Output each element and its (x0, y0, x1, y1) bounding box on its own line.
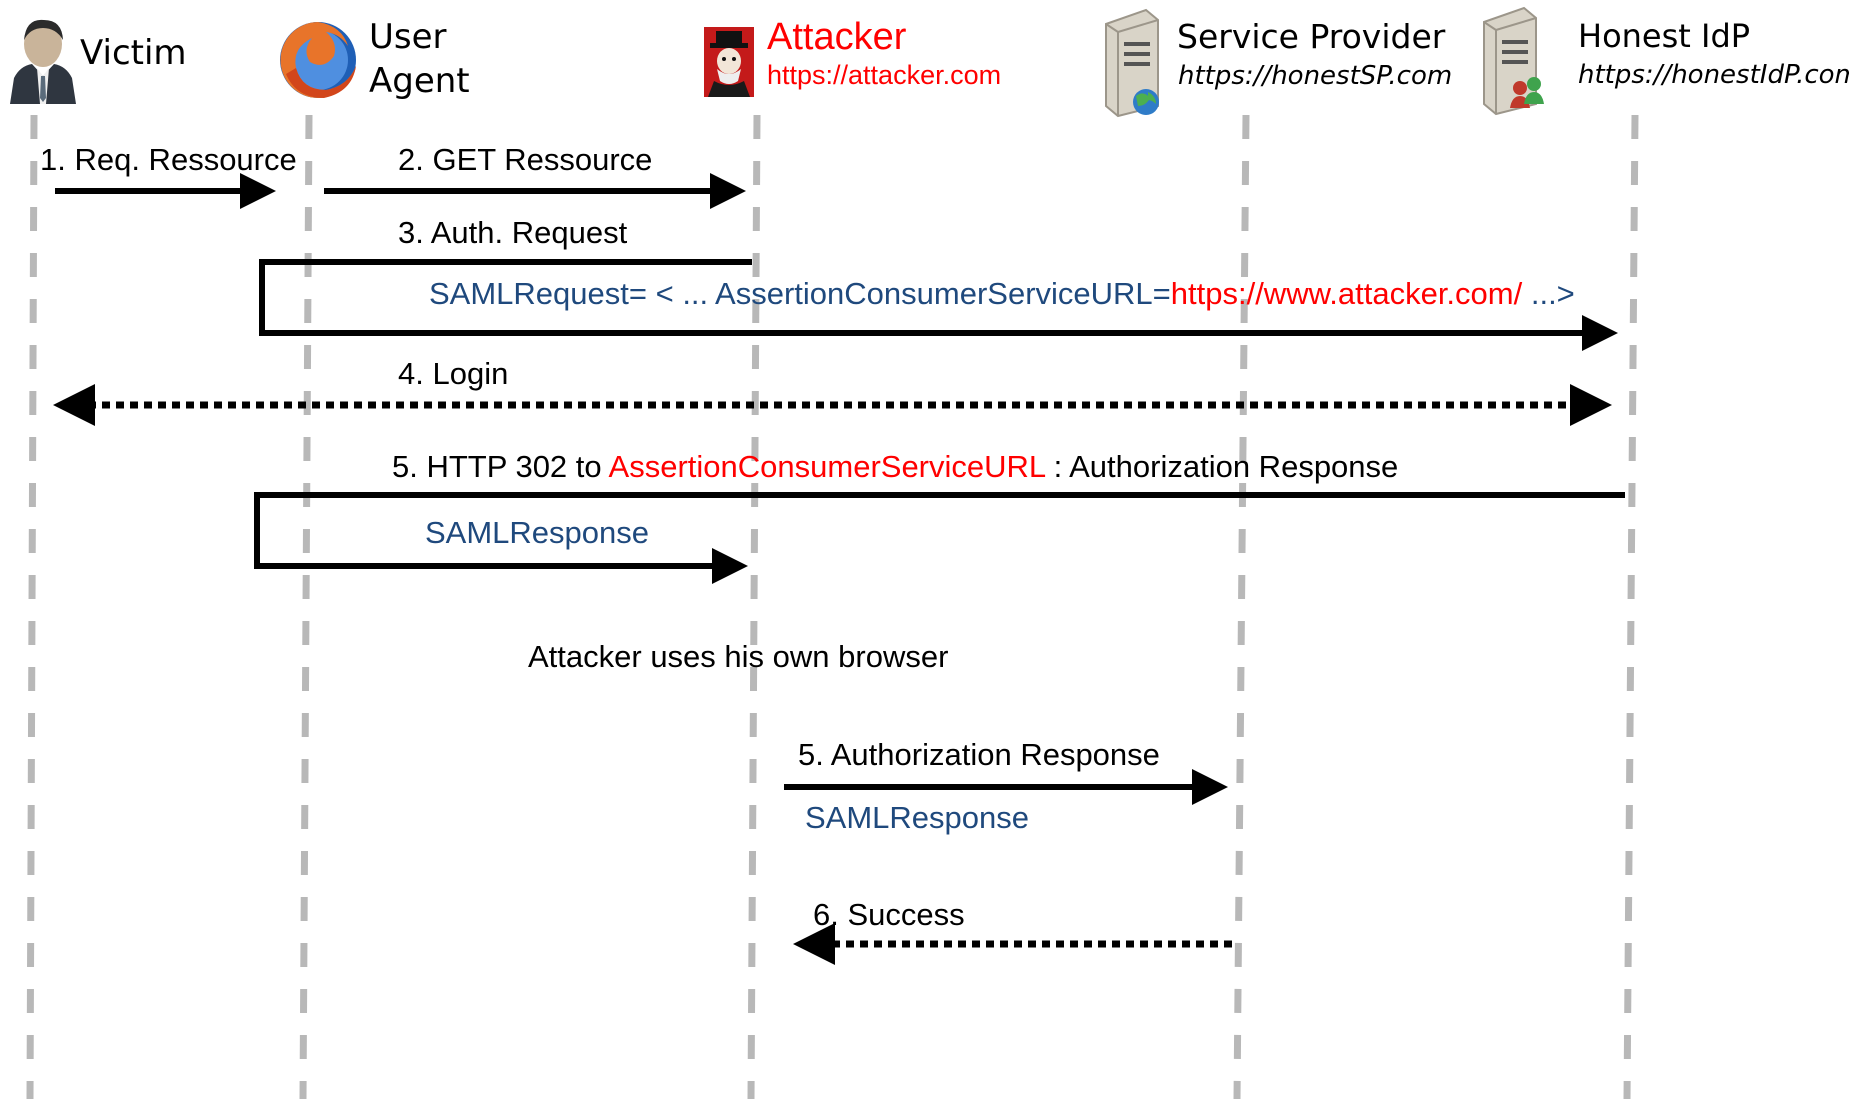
message-saml-response-to-sp: SAMLResponse (805, 800, 1030, 835)
person-icon (10, 19, 76, 104)
message-req-ressource: 1. Req. Ressource (40, 142, 297, 177)
lifeline-service-provider (1233, 114, 1250, 1099)
server-globe-icon (1105, 8, 1159, 118)
actor-user-agent-name-line2: Agent (369, 61, 470, 101)
actor-service-provider-url: https://honestSP.com (1178, 61, 1453, 91)
lifeline-honest-idp (1623, 114, 1639, 1099)
saml-request-prefix: SAMLRequest= < ... AssertionConsumerServ… (429, 276, 1171, 311)
http-302-prefix: 5. HTTP 302 to (392, 449, 609, 484)
message-login: 4. Login (398, 356, 509, 391)
actor-honest-idp-url: https://honestIdP.com (1578, 60, 1849, 90)
http-302-acs-url: AssertionConsumerServiceURL (608, 449, 1045, 484)
message-saml-response: SAMLResponse (425, 515, 650, 550)
actor-service-provider-name: Service Provider (1177, 17, 1446, 56)
actor-attacker-name: Attacker (767, 16, 907, 58)
browser-icon (280, 22, 356, 98)
note-attacker-browser: Attacker uses his own browser (528, 639, 949, 674)
http-302-suffix: : Authorization Response (1045, 449, 1399, 484)
message-success: 6. Success (813, 897, 965, 932)
arrow-auth-request (259, 259, 1618, 351)
message-saml-request: SAMLRequest= < ... AssertionConsumerServ… (429, 278, 1575, 309)
lifeline-victim (26, 114, 38, 1099)
attacker-icon (704, 27, 754, 97)
saml-request-acs-url: https://www.attacker.com/ (1170, 276, 1523, 311)
saml-request-suffix: ...> (1522, 276, 1575, 311)
message-authorization-response: 5. Authorization Response (798, 737, 1160, 772)
message-http-302: 5. HTTP 302 to AssertionConsumerServiceU… (392, 451, 1398, 482)
actor-attacker-url: https://attacker.com (767, 60, 1002, 90)
actor-victim-name: Victim (80, 33, 187, 73)
arrow-http-302 (254, 492, 1625, 584)
actor-honest-idp-name: Honest IdP (1578, 17, 1751, 55)
message-get-ressource: 2. GET Ressource (398, 142, 653, 177)
server-users-icon (1483, 6, 1544, 116)
actor-user-agent-name-line1: User (369, 17, 447, 57)
message-auth-request: 3. Auth. Request (398, 215, 628, 250)
